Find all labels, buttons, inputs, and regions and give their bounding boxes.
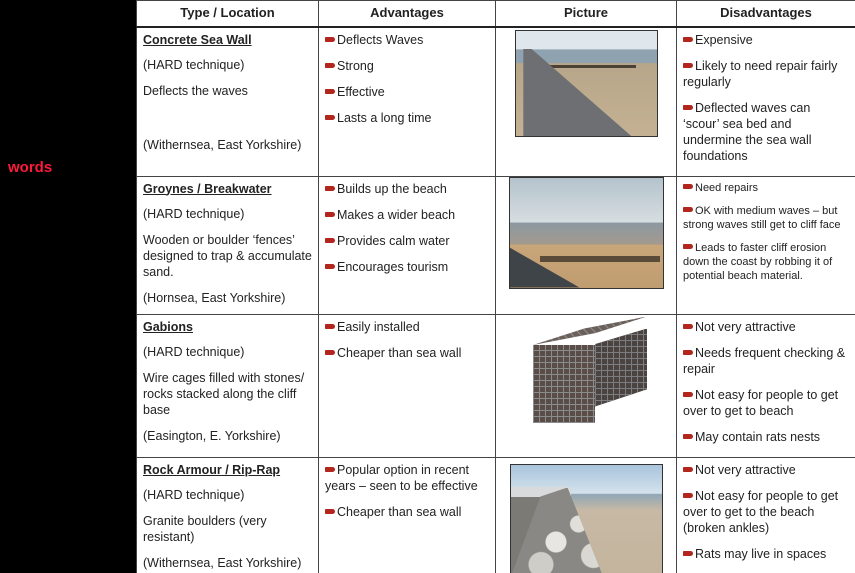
location: (Easington, E. Yorkshire) [143,428,281,443]
list-item: Leads to faster cliff erosion down the c… [683,241,833,282]
list-item: Cheaper than sea wall [325,504,489,520]
technique: (HARD technique) [143,57,245,72]
disadvantages-cell: Expensive Likely to need repair fairly r… [676,26,855,177]
picture-cell [495,26,677,177]
arrow-bullet-icon [683,207,693,213]
list-item: Likely to need repair fairly regularly [683,58,838,89]
type-cell: Gabions (HARD technique) Wire cages fill… [136,313,319,458]
list-item: Effective [325,84,489,100]
list-item: Deflects Waves [325,32,489,48]
arrow-bullet-icon [325,508,335,514]
list-item: Cheaper than sea wall [325,345,489,361]
list-item: Deflected waves can ‘scour’ sea bed and … [683,100,812,163]
list-item: Need repairs [683,181,849,195]
arrow-bullet-icon [325,263,335,269]
technique: (HARD technique) [143,206,245,221]
picture-cell [495,175,677,315]
arrow-bullet-icon [325,36,335,42]
arrow-bullet-icon [683,466,693,472]
arrow-bullet-icon [683,244,693,250]
arrow-bullet-icon [683,62,693,68]
arrow-bullet-icon [325,62,335,68]
list-item: Encourages tourism [325,259,489,275]
type-name: Concrete Sea Wall [143,32,252,47]
picture-cell [495,313,677,458]
list-item: Expensive [683,32,849,48]
arrow-bullet-icon [325,323,335,329]
technique: (HARD technique) [143,344,245,359]
list-item: Makes a wider beach [325,207,489,223]
list-item: Lasts a long time [325,110,489,126]
advantages-cell: Easily installed Cheaper than sea wall [318,313,496,458]
type-name: Gabions [143,319,194,334]
disadvantages-cell: Not very attractive Not easy for people … [676,456,855,573]
table-row-rock-armour: Rock Armour / Rip-Rap (HARD technique) G… [136,456,855,573]
type-name: Groynes / Breakwater [143,181,272,196]
list-item: Provides calm water [325,233,489,249]
list-item: May contain rats nests [683,429,849,445]
arrow-bullet-icon [683,184,693,190]
list-item: Not easy for people to get over to get t… [683,387,839,418]
header-picture: Picture [495,0,677,28]
side-label-words: words [8,159,53,176]
location: (Withernsea, East Yorkshire) [143,137,302,152]
picture-cell [495,456,677,573]
location: (Hornsea, East Yorkshire) [143,290,286,305]
type-cell: Concrete Sea Wall (HARD technique) Defle… [136,26,319,177]
list-item: Not very attractive [683,462,849,478]
description: Wooden or boulder ‘fences’ designed to t… [143,232,312,279]
description: Wire cages filled with stones/ rocks sta… [143,370,305,417]
advantages-cell: Popular option in recent years – seen to… [318,456,496,573]
technique: (HARD technique) [143,487,245,502]
coastal-defence-table: Type / Location Advantages Picture Disad… [136,0,855,573]
list-item: Strong [325,58,489,74]
header-advantages: Advantages [318,0,496,28]
type-name: Rock Armour / Rip-Rap [143,462,281,477]
gabion-cage-image [521,315,651,427]
table-row-sea-wall: Concrete Sea Wall (HARD technique) Defle… [136,26,855,177]
description: Granite boulders (very resistant) [143,513,267,544]
list-item: Not very attractive [683,319,849,335]
arrow-bullet-icon [325,237,335,243]
disadvantages-cell: Need repairs OK with medium waves – but … [676,175,855,315]
arrow-bullet-icon [683,550,693,556]
arrow-bullet-icon [325,114,335,120]
concrete-sea-wall-photo [514,29,658,137]
advantages-cell: Builds up the beach Makes a wider beach … [318,175,496,315]
list-item: Popular option in recent years – seen to… [325,462,478,493]
arrow-bullet-icon [683,104,693,110]
table-row-gabions: Gabions (HARD technique) Wire cages fill… [136,313,855,458]
arrow-bullet-icon [683,391,693,397]
arrow-bullet-icon [683,492,693,498]
list-item: Needs frequent checking & repair [683,345,846,376]
arrow-bullet-icon [325,185,335,191]
advantages-cell: Deflects Waves Strong Effective Lasts a … [318,26,496,177]
arrow-bullet-icon [683,323,693,329]
arrow-bullet-icon [325,88,335,94]
arrow-bullet-icon [325,466,335,472]
type-cell: Rock Armour / Rip-Rap (HARD technique) G… [136,456,319,573]
arrow-bullet-icon [683,349,693,355]
list-item: Easily installed [325,319,489,335]
arrow-bullet-icon [325,349,335,355]
rock-armour-photo [509,463,663,573]
groynes-photo [508,176,664,289]
header-disadvantages: Disadvantages [676,0,855,28]
table-row-groynes: Groynes / Breakwater (HARD technique) Wo… [136,175,855,315]
disadvantages-cell: Not very attractive Needs frequent check… [676,313,855,458]
list-item: OK with medium waves – but strong waves … [683,204,841,231]
description: Deflects the waves [143,83,248,98]
list-item: Builds up the beach [325,181,489,197]
arrow-bullet-icon [325,211,335,217]
arrow-bullet-icon [683,36,693,42]
location: (Withernsea, East Yorkshire) [143,555,302,570]
header-type-location: Type / Location [136,0,319,28]
arrow-bullet-icon [683,433,693,439]
type-cell: Groynes / Breakwater (HARD technique) Wo… [136,175,319,315]
list-item: Not easy for people to get over to get t… [683,488,839,535]
header-row: Type / Location Advantages Picture Disad… [136,0,855,28]
list-item: Rats may live in spaces [683,546,849,562]
